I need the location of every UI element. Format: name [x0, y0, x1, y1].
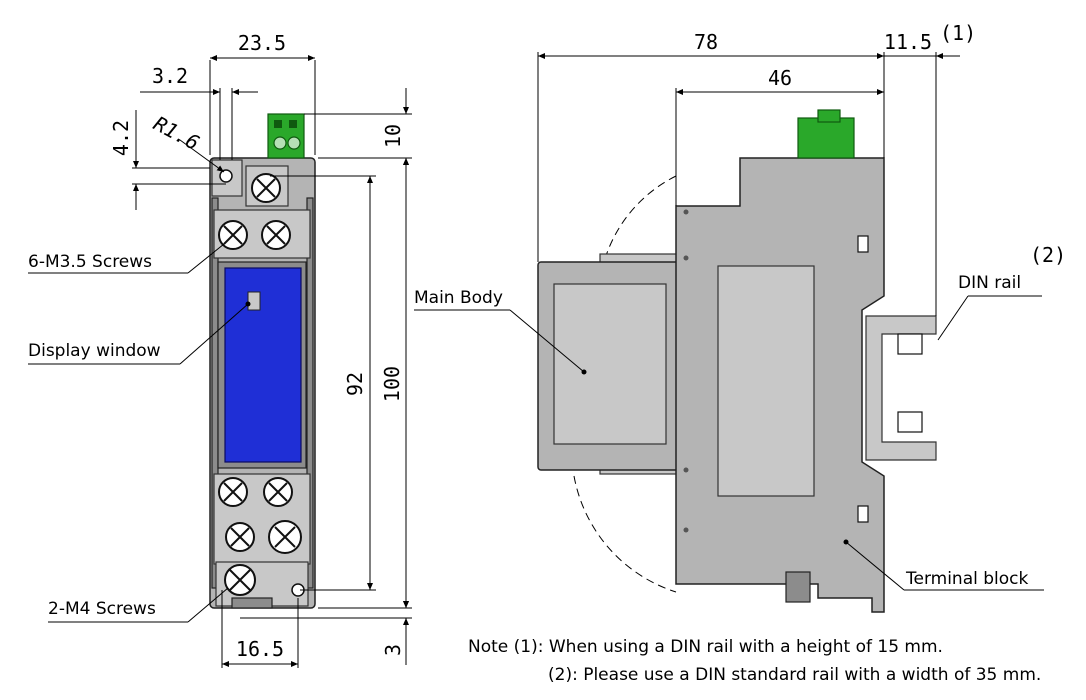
- screw-heads: [218, 173, 302, 596]
- dim-11-5: 11.5: [884, 30, 932, 54]
- green-connector-side: [797, 117, 855, 159]
- note-ref-2: (2): [1030, 243, 1066, 267]
- note-ref-1: (1): [940, 21, 976, 45]
- dim-78: 78: [694, 30, 718, 54]
- note-2: (2): Please use a DIN standard rail with…: [548, 665, 1041, 685]
- display-led: [247, 291, 261, 311]
- display-window: [224, 267, 302, 463]
- cover-swing-arc: [603, 175, 677, 263]
- dim-46: 46: [768, 66, 792, 90]
- front-foot: [231, 597, 273, 609]
- dim-r1-6: R1.6: [150, 111, 204, 155]
- front-view: 23.5 3.2 4.2 R1.6 10 92 100: [28, 31, 412, 668]
- dim-16-5: 16.5: [236, 637, 284, 661]
- label-2-m4-screws: 2-M4 Screws: [48, 599, 156, 619]
- dim-100: 100: [380, 366, 404, 402]
- label-din-rail: DIN rail: [958, 273, 1021, 293]
- green-connector: [267, 113, 305, 159]
- dim-3: 3: [381, 644, 405, 656]
- din-rail: [865, 315, 937, 461]
- dim-4-2: 4.2: [109, 120, 133, 156]
- front-right-rail: [306, 197, 314, 589]
- label-main-body: Main Body: [414, 288, 503, 308]
- dim-10: 10: [381, 124, 405, 148]
- label-display-window: Display window: [28, 341, 161, 361]
- note-1: Note (1): When using a DIN rail with a h…: [468, 637, 943, 657]
- mounting-hole-top: [219, 169, 233, 183]
- label-6-m3-5-screws: 6-M3.5 Screws: [28, 252, 152, 272]
- dim-23-5: 23.5: [238, 31, 286, 55]
- side-view: 78 46 11.5 (1) Main Body DIN rail (2) Te…: [414, 21, 1066, 613]
- label-terminal-block: Terminal block: [905, 569, 1029, 589]
- dim-3-2: 3.2: [152, 64, 188, 88]
- dim-92: 92: [343, 372, 367, 396]
